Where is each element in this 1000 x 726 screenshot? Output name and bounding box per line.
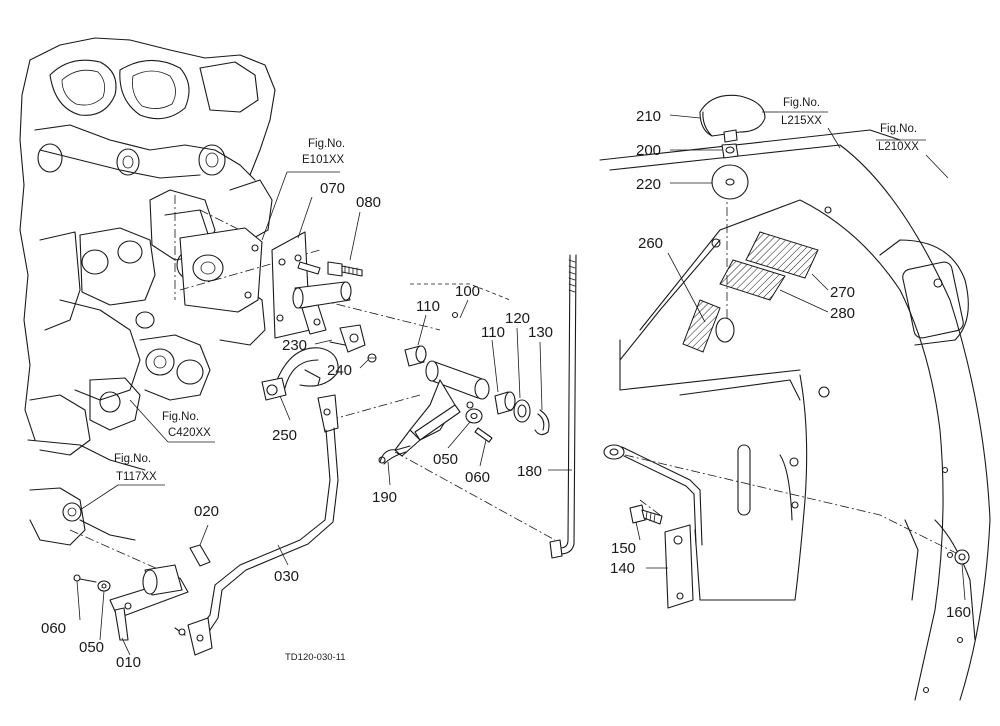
label-150[interactable]: 150 [611,540,636,557]
fig-ref-t117[interactable]: Fig.No. T117XX [114,453,157,483]
part-080-bolt[interactable] [327,261,363,277]
label-210[interactable]: 210 [636,108,661,125]
part-210-knob[interactable] [699,94,766,143]
part-010-lever[interactable] [109,564,189,641]
fig-ref-l215[interactable]: Fig.No. L215XX [781,97,822,127]
part-230-clamp[interactable] [329,324,366,353]
fig-ref-label: Fig.No. [162,411,199,423]
part-150-bolt[interactable] [629,504,663,525]
part-050-washer-left[interactable] [97,580,111,592]
label-120[interactable]: 120 [505,310,530,327]
part-130-snap-ring[interactable] [534,409,550,436]
part-labels: 010 020 030 050 050 060 060 070 080 100 … [41,108,971,671]
part-100-shaft[interactable] [394,311,490,457]
label-110-b[interactable]: 110 [481,324,505,341]
part-110-bushing-a[interactable] [404,345,427,367]
fig-ref-label: Fig.No. [308,138,345,150]
label-270[interactable]: 270 [830,284,855,301]
label-010[interactable]: 010 [116,654,141,671]
fig-ref-l210[interactable]: Fig.No. L210XX [878,123,919,153]
fig-ref-code: L210XX [878,141,919,153]
part-200-nut[interactable] [721,143,739,159]
fig-ref-e101[interactable]: Fig.No. E101XX [302,138,345,166]
part-060-pin-left[interactable] [73,574,97,583]
label-030[interactable]: 030 [274,568,299,585]
label-060-center[interactable]: 060 [465,469,490,486]
label-080[interactable]: 080 [356,194,381,211]
part-240-screw[interactable] [367,353,377,363]
part-070-bracket[interactable] [271,231,321,339]
label-190[interactable]: 190 [372,489,397,506]
decal-280 [719,259,786,301]
label-260[interactable]: 260 [638,235,663,252]
fig-ref-code: C420XX [168,427,211,439]
fig-ref-code: E101XX [302,154,345,166]
decal-270 [745,231,819,279]
fender-assembly [599,129,991,701]
transmission-housing [19,37,276,546]
fig-ref-label: Fig.No. [783,97,820,109]
label-130[interactable]: 130 [528,324,553,341]
label-220[interactable]: 220 [636,176,661,193]
label-020[interactable]: 020 [194,503,219,520]
label-100[interactable]: 100 [455,283,480,300]
label-280[interactable]: 280 [830,305,855,322]
label-160[interactable]: 160 [946,604,971,621]
part-060-pin-center[interactable] [474,427,493,443]
part-110-bushing-b[interactable] [494,391,516,415]
fig-ref-label: Fig.No. [114,453,151,465]
shaft-tube [292,281,352,335]
part-250-switch[interactable] [261,347,339,401]
label-200[interactable]: 200 [636,142,661,159]
part-180-rod[interactable] [549,254,577,559]
decal-260 [682,299,721,353]
fig-ref-c420[interactable]: Fig.No. C420XX [162,411,211,439]
label-180[interactable]: 180 [517,463,542,480]
fig-ref-label: Fig.No. [880,123,917,135]
part-020-pin[interactable] [189,544,211,567]
part-190-clip[interactable] [378,445,411,465]
label-070[interactable]: 070 [320,180,345,197]
part-050-washer-center[interactable] [465,408,483,424]
label-050-left[interactable]: 050 [79,639,104,656]
label-250[interactable]: 250 [272,427,297,444]
connecting-rod [603,444,703,546]
part-030-rod[interactable] [187,394,339,656]
label-230[interactable]: 230 [282,337,307,354]
label-110-a[interactable]: 110 [416,298,440,315]
fig-ref-code: T117XX [116,471,157,483]
centerlines [69,190,961,571]
part-120-washer[interactable] [513,399,531,423]
label-240[interactable]: 240 [327,362,352,379]
label-050-center[interactable]: 050 [433,451,458,468]
diagram-code: TD120-030-11 [285,652,346,663]
leader-lines [76,111,966,656]
label-140[interactable]: 140 [610,560,635,577]
fig-ref-code: L215XX [781,115,822,127]
part-140-plate[interactable] [664,524,694,609]
label-060-left[interactable]: 060 [41,620,66,637]
part-220-washer[interactable] [711,164,749,200]
part-160-nut[interactable] [954,549,970,565]
